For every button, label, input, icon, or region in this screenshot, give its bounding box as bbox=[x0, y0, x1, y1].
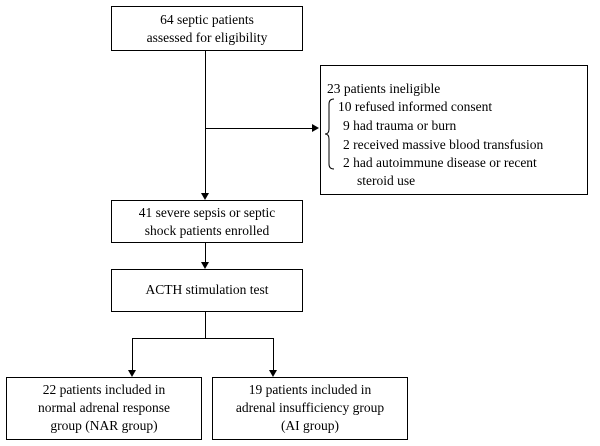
assessed-box: 64 septic patients assessed for eligibil… bbox=[111, 6, 303, 51]
split-right-drop bbox=[273, 338, 274, 371]
reason-item: 10 refused informed consent bbox=[338, 99, 493, 114]
arrow-to-ai bbox=[269, 370, 277, 377]
enrolled-to-test-connector bbox=[205, 243, 206, 263]
nar-group-text: 22 patients included in normal adrenal r… bbox=[38, 382, 170, 433]
test-text: ACTH stimulation test bbox=[145, 282, 269, 297]
reason-item: steroid use bbox=[357, 173, 416, 188]
nar-group-box: 22 patients included in normal adrenal r… bbox=[6, 377, 202, 440]
test-box: ACTH stimulation test bbox=[111, 269, 303, 312]
assessed-text: 64 septic patients assessed for eligibil… bbox=[146, 12, 268, 45]
reason-item: 2 received massive blood transfusion bbox=[343, 137, 544, 152]
ineligible-brace bbox=[324, 98, 335, 170]
ineligible-title: 23 patients ineligible bbox=[327, 81, 441, 96]
ineligible-box bbox=[320, 65, 588, 195]
arrow-to-enrolled bbox=[201, 193, 209, 200]
ai-group-text: 19 patients included in adrenal insuffic… bbox=[235, 382, 385, 433]
test-to-split-connector bbox=[205, 312, 206, 339]
enrolled-text: 41 severe sepsis or septic shock patient… bbox=[138, 205, 276, 238]
arrow-to-test bbox=[201, 262, 209, 269]
enrolled-box: 41 severe sepsis or septic shock patient… bbox=[111, 200, 303, 243]
split-horizontal bbox=[132, 338, 274, 339]
arrow-to-ineligible bbox=[312, 124, 319, 132]
ai-group-box: 19 patients included in adrenal insuffic… bbox=[212, 377, 408, 440]
reason-item: 2 had autoimmune disease or recent bbox=[343, 155, 537, 170]
split-left-drop bbox=[132, 338, 133, 371]
arrow-to-nar bbox=[128, 370, 136, 377]
reason-item: 9 had trauma or burn bbox=[343, 118, 457, 133]
main-connector bbox=[205, 51, 206, 194]
ineligible-connector bbox=[205, 128, 313, 129]
